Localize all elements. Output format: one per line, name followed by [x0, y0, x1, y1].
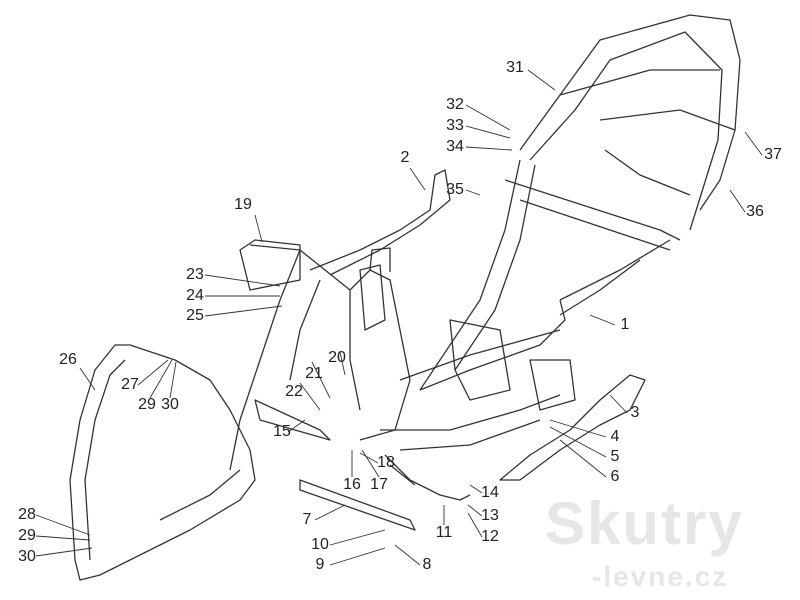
part-label-19: 19: [234, 196, 252, 213]
part-label-10: 10: [311, 536, 329, 553]
part-label-4: 4: [610, 428, 620, 445]
part-label-5: 5: [610, 448, 620, 465]
part-label-23: 23: [186, 266, 204, 283]
part-label-11: 11: [435, 524, 453, 541]
part-label-7: 7: [302, 511, 312, 528]
bracket-15: [254, 399, 331, 441]
plate-7: [299, 479, 416, 531]
part-label-13: 13: [481, 507, 499, 524]
front-loop-26: [69, 344, 256, 581]
part-label-18: 18: [377, 454, 395, 471]
part-label-14: 14: [481, 484, 499, 501]
watermark-logo: Skutry: [545, 490, 744, 557]
part-label-29-lower: 29: [18, 527, 36, 544]
part-label-21: 21: [305, 365, 323, 382]
main-frame-1: [419, 159, 681, 391]
part-label-9: 9: [315, 556, 325, 573]
crossmember: [449, 319, 576, 411]
watermark-subtitle: -levne.cz: [592, 561, 729, 592]
bracket-2: [309, 169, 451, 276]
part-label-29-upper: 29: [138, 396, 156, 413]
part-label-27: 27: [121, 376, 139, 393]
front-frame: [229, 244, 411, 471]
part-label-31: 31: [506, 59, 524, 76]
part-label-28: 28: [18, 506, 36, 523]
part-label-22: 22: [285, 383, 303, 400]
part-label-35: 35: [446, 181, 464, 198]
rear-frame-31: [519, 14, 741, 231]
part-label-20: 20: [328, 349, 346, 366]
part-label-32: 32: [446, 96, 464, 113]
headstock: [359, 264, 386, 331]
center-frame: [380, 299, 566, 451]
part-label-16: 16: [343, 476, 361, 493]
footrest-3: [499, 374, 646, 481]
part-label-12: 12: [481, 528, 499, 545]
part-label-30-lower: 30: [18, 548, 36, 565]
part-label-30-upper: 30: [161, 396, 179, 413]
part-label-34: 34: [446, 138, 464, 155]
part-label-2: 2: [400, 149, 410, 166]
part-label-36: 36: [746, 203, 764, 220]
part-label-26: 26: [59, 351, 77, 368]
part-label-24: 24: [186, 287, 204, 304]
part-label-37: 37: [764, 146, 782, 163]
part-label-1: 1: [620, 316, 630, 333]
part-label-15: 15: [273, 423, 291, 440]
part-label-33: 33: [446, 117, 464, 134]
part-label-8: 8: [422, 556, 432, 573]
link-11: [384, 454, 471, 501]
plate-19: [239, 239, 301, 291]
part-label-3: 3: [630, 404, 640, 421]
part-label-6: 6: [610, 468, 620, 485]
leader-lines: [35, 69, 763, 566]
part-label-17: 17: [370, 476, 388, 493]
part-label-25: 25: [186, 307, 204, 324]
